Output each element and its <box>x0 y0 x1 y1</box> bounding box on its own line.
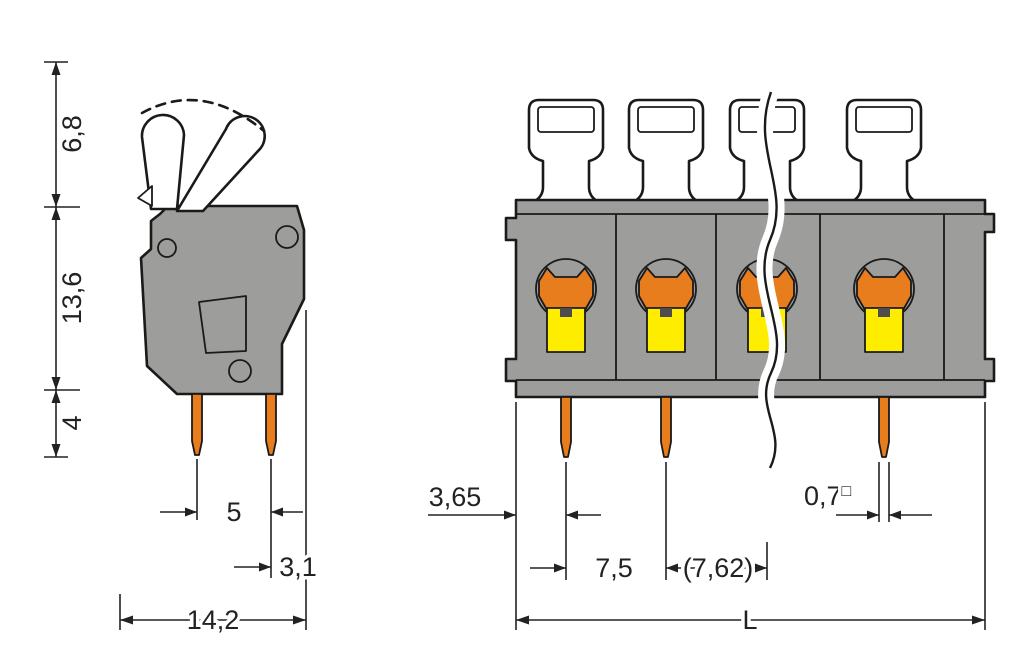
solder-pin <box>265 393 277 456</box>
side-view <box>137 98 306 456</box>
lever-travel-arc <box>140 98 266 133</box>
dim-label-pole-pitch: 7,5 <box>595 553 633 583</box>
push-buttons <box>527 98 923 203</box>
dim-label-lever-height: 6,8 <box>57 115 87 153</box>
dim-label-overall-depth: 14,2 <box>187 605 240 635</box>
push-button <box>527 98 605 203</box>
dim-label-pin-edge-offset: 3,1 <box>279 552 317 582</box>
test-slot <box>560 308 572 317</box>
dimension-annotations: 6,8 13,6 4 5 3,1 14,2 3,65 0,7□ 7,5 <box>44 61 986 639</box>
clamp-cage-orange <box>638 267 694 311</box>
housing-side <box>139 204 306 396</box>
push-button <box>845 98 923 203</box>
solder-pin <box>660 396 672 458</box>
solder-pin <box>560 396 572 458</box>
solder-pins-side <box>191 393 277 456</box>
test-slot <box>660 308 672 317</box>
dim-label-pin-spacing: 5 <box>226 497 241 527</box>
clamp-unit <box>853 258 915 353</box>
push-button <box>627 98 705 203</box>
housing-front-lines <box>516 213 985 381</box>
square-symbol: □ <box>842 483 852 500</box>
lever-open <box>175 114 266 213</box>
dim-label-pole-pitch-alt: (7,62) <box>683 553 754 583</box>
dim-label-pin-width: 0,7□ <box>804 481 852 511</box>
solder-pin <box>191 393 203 456</box>
solder-pins-front <box>560 396 890 458</box>
clamp-unit <box>635 258 697 353</box>
dim-label-overall-length: L <box>742 605 757 635</box>
housing-hole <box>228 359 252 383</box>
clamp-cage-orange <box>856 267 912 311</box>
clamp-unit <box>535 258 597 353</box>
dim-label-pin-length: 4 <box>57 415 87 430</box>
front-view <box>504 84 996 476</box>
housing-cavity <box>198 295 247 354</box>
housing-hole <box>275 225 299 249</box>
dim-label-edge-to-first-pole: 3,65 <box>429 482 482 512</box>
solder-pin <box>878 396 890 458</box>
lever-latch-tab <box>137 185 153 207</box>
break-line <box>756 84 786 476</box>
housing-hole <box>157 238 177 258</box>
test-slot <box>878 308 890 317</box>
clamp-cage-orange <box>538 267 594 311</box>
dim-label-body-height: 13,6 <box>57 272 87 325</box>
